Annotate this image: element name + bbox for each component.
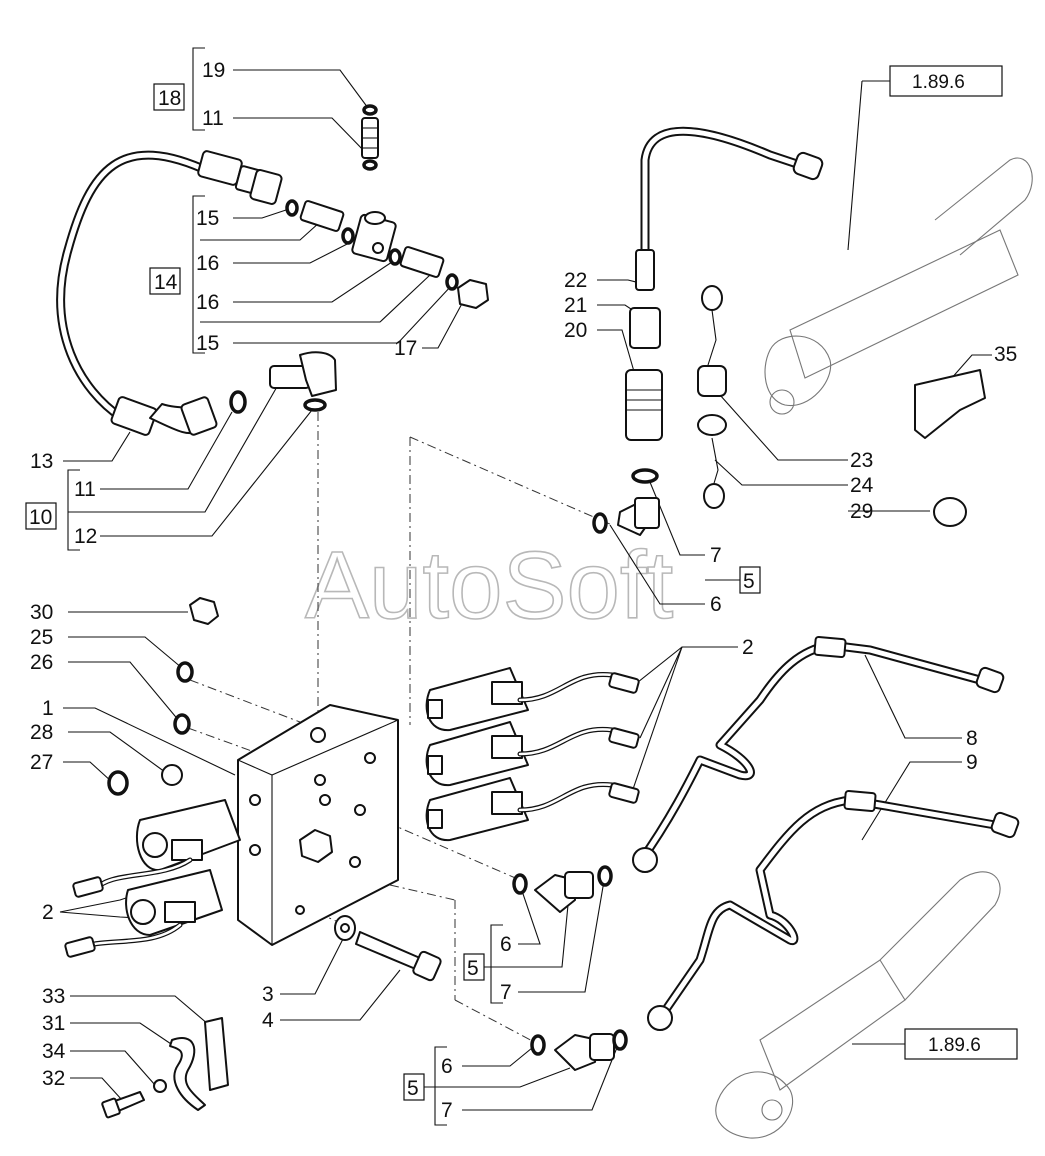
callout-11: 11	[202, 107, 224, 130]
callout-32: 32	[42, 1067, 65, 1090]
callout-6: 6	[441, 1055, 453, 1078]
bracket-35	[914, 369, 986, 439]
callout-1: 1	[42, 697, 54, 720]
seal-ring-group-top	[285, 104, 459, 291]
callout-16: 16	[196, 291, 219, 314]
bolt-and-washer	[334, 915, 442, 982]
callout-7: 7	[441, 1099, 453, 1122]
cap-nut-17	[457, 279, 489, 309]
pipe-9	[647, 789, 1020, 1031]
callout-28: 28	[30, 721, 53, 744]
elbow-fitting-5c	[530, 1029, 628, 1071]
solenoid-left-upper	[135, 799, 241, 872]
watermark-text: AutoSoft	[305, 532, 673, 639]
callout-20: 20	[564, 319, 587, 342]
reference-label-top: 1.89.6	[912, 72, 965, 93]
callout-26: 26	[30, 651, 53, 674]
pipe-8	[632, 635, 1005, 873]
callout-6: 6	[710, 593, 722, 616]
callout-24: 24	[850, 474, 874, 497]
callout-31: 31	[42, 1012, 65, 1035]
callout-16: 16	[196, 252, 219, 275]
elbow-fitting-5a	[592, 497, 660, 536]
callout-12: 12	[74, 525, 97, 548]
callout-7: 7	[500, 981, 512, 1004]
leader-lines	[59, 69, 992, 1111]
tee-fitting	[351, 211, 397, 263]
callout-9: 9	[966, 751, 978, 774]
callout-10: 10	[29, 506, 52, 529]
callout-35: 35	[994, 343, 1017, 366]
callout-2: 2	[742, 636, 754, 659]
callout-13: 13	[30, 450, 53, 473]
wires-right	[517, 671, 640, 813]
lift-cylinder-bottom	[715, 871, 1001, 1139]
callout-11: 11	[74, 478, 96, 501]
valve-block-1	[237, 704, 399, 946]
callout-25: 25	[30, 626, 53, 649]
callout-labels: 19 18 11 15 14 16 16 15 17 13 11 10 12 2…	[29, 59, 1017, 1122]
adapter-16b	[399, 246, 445, 278]
callout-34: 34	[42, 1040, 66, 1063]
solenoid-left-lower	[125, 869, 223, 936]
nut-30	[189, 597, 219, 625]
callout-7: 7	[710, 544, 722, 567]
reference-box-top	[847, 65, 1003, 251]
reference-label-bottom: 1.89.6	[928, 1035, 981, 1056]
callout-6: 6	[500, 933, 512, 956]
reference-labels: 1.89.6 1.89.6	[912, 72, 981, 1056]
callout-23: 23	[850, 449, 873, 472]
callout-33: 33	[42, 985, 65, 1008]
elbow-fitting-10	[229, 351, 337, 414]
hose-13	[56, 150, 283, 436]
callout-15: 15	[196, 332, 219, 355]
plug-29	[933, 497, 967, 527]
callout-8: 8	[966, 727, 978, 750]
callout-5: 5	[407, 1077, 419, 1100]
lift-cylinder-top	[764, 157, 1033, 415]
clamp-bracket-group	[101, 1017, 229, 1119]
callout-box-10	[25, 502, 57, 530]
callout-17: 17	[394, 337, 417, 360]
reference-box-bottom	[852, 1028, 1018, 1060]
callout-15: 15	[196, 207, 219, 230]
pipe-22	[625, 126, 824, 484]
callout-4: 4	[262, 1009, 274, 1032]
callout-14: 14	[154, 271, 178, 294]
callout-5: 5	[467, 957, 479, 980]
callout-box-14	[149, 267, 181, 295]
vertical-adapter	[361, 117, 379, 159]
callout-3: 3	[262, 983, 274, 1006]
dust-caps-23-24	[697, 285, 727, 509]
callout-27: 27	[30, 751, 53, 774]
callout-5: 5	[743, 570, 755, 593]
elbow-fitting-5b	[512, 865, 613, 913]
callout-30: 30	[30, 601, 53, 624]
wires-left	[64, 857, 193, 958]
callout-box-18	[153, 83, 185, 111]
callout-29: 29	[850, 500, 873, 523]
callout-22: 22	[564, 269, 587, 292]
callout-brackets	[67, 47, 503, 1126]
callout-2: 2	[42, 901, 54, 924]
callout-21: 21	[564, 294, 587, 317]
adapter-16a	[299, 200, 345, 232]
callout-19: 19	[202, 59, 225, 82]
solenoid-stack-right	[425, 667, 529, 842]
seal-rings-left	[107, 661, 194, 796]
callout-18: 18	[158, 87, 181, 110]
